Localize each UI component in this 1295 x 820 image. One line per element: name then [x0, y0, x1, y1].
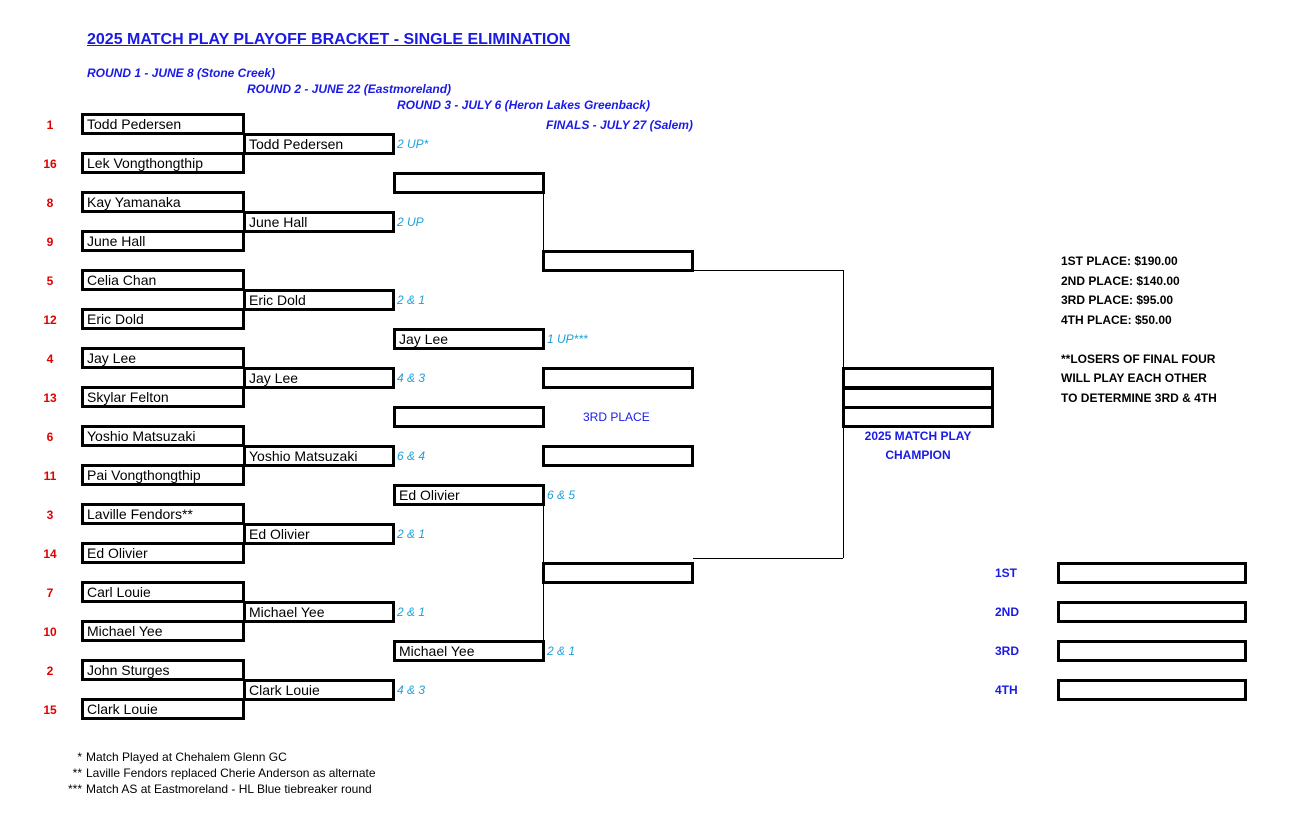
footnote-text: Match AS at Eastmoreland - HL Blue tiebr… — [86, 782, 372, 796]
seed-number: 11 — [43, 469, 57, 483]
round-2-header: ROUND 2 - JUNE 22 (Eastmoreland) — [247, 82, 452, 96]
round-1-player[interactable]: Eric Dold — [81, 308, 245, 330]
round-1-player[interactable]: Carl Louie — [81, 581, 245, 603]
placing-slot[interactable] — [1057, 562, 1247, 584]
semifinal-slot[interactable] — [542, 562, 694, 584]
round-1-player[interactable]: Skylar Felton — [81, 386, 245, 408]
round-1-player[interactable]: Celia Chan — [81, 269, 245, 291]
round-2-player[interactable]: June Hall — [243, 211, 395, 233]
round-1-player[interactable]: Lek Vongthongthip — [81, 152, 245, 174]
round-3-player[interactable]: Jay Lee — [393, 328, 545, 350]
seed-number: 5 — [46, 274, 54, 288]
prize-item: 4TH PLACE: $50.00 — [1061, 313, 1172, 327]
round-3-player[interactable] — [393, 406, 545, 428]
round-1-header: ROUND 1 - JUNE 8 (Stone Creek) — [87, 66, 276, 80]
round-2-player[interactable]: Michael Yee — [243, 601, 395, 623]
match-result: 2 UP* — [397, 137, 429, 151]
match-result: 2 & 1 — [397, 527, 426, 541]
round-1-player[interactable]: Pai Vongthongthip — [81, 464, 245, 486]
round-1-player[interactable]: Jay Lee — [81, 347, 245, 369]
footnote-mark: ** — [72, 766, 82, 780]
prize-item: 2ND PLACE: $140.00 — [1061, 274, 1180, 288]
round-2-player[interactable]: Jay Lee — [243, 367, 395, 389]
seed-number: 2 — [46, 664, 54, 678]
seed-number: 6 — [46, 430, 54, 444]
placing-label: 4TH — [995, 683, 1018, 697]
seed-number: 16 — [43, 157, 57, 171]
footnote-mark: *** — [67, 782, 82, 796]
seed-number: 7 — [46, 586, 54, 600]
seed-number: 15 — [43, 703, 57, 717]
prize-item: 1ST PLACE: $190.00 — [1061, 254, 1178, 268]
round-2-player[interactable]: Clark Louie — [243, 679, 395, 701]
seed-number: 8 — [46, 196, 54, 210]
footnote-mark: * — [77, 750, 82, 764]
seed-number: 14 — [43, 547, 57, 561]
round-1-player[interactable]: Todd Pedersen — [81, 113, 245, 135]
third-place-label: 3RD PLACE — [583, 410, 650, 424]
placing-slot[interactable] — [1057, 679, 1247, 701]
round-3-player[interactable]: Michael Yee — [393, 640, 545, 662]
bracket-line — [543, 183, 544, 272]
semifinal-slot[interactable] — [542, 250, 694, 272]
bracket-line — [693, 270, 843, 271]
round-2-player[interactable]: Yoshio Matsuzaki — [243, 445, 395, 467]
third-place-slot[interactable] — [542, 445, 694, 467]
champion-label: 2025 MATCH PLAY — [864, 429, 972, 443]
seed-number: 13 — [43, 391, 57, 405]
round-1-player[interactable]: Yoshio Matsuzaki — [81, 425, 245, 447]
page-title: 2025 MATCH PLAY PLAYOFF BRACKET - SINGLE… — [87, 31, 571, 48]
round-2-player[interactable]: Ed Olivier — [243, 523, 395, 545]
placing-label: 3RD — [995, 644, 1020, 658]
round-1-player[interactable]: Ed Olivier — [81, 542, 245, 564]
round-3-player[interactable]: Ed Olivier — [393, 484, 545, 506]
champion-slot[interactable] — [842, 367, 994, 389]
round-2-player[interactable]: Eric Dold — [243, 289, 395, 311]
note-line: WILL PLAY EACH OTHER — [1061, 371, 1207, 385]
note-line: **LOSERS OF FINAL FOUR — [1061, 352, 1216, 366]
match-result: 2 UP — [397, 215, 424, 229]
seed-number: 4 — [46, 352, 54, 366]
match-result: 2 & 1 — [397, 605, 426, 619]
match-result: 1 UP*** — [547, 332, 588, 346]
footnote-text: Match Played at Chehalem Glenn GC — [86, 750, 287, 764]
round-3-player[interactable] — [393, 172, 545, 194]
seed-number: 10 — [43, 625, 57, 639]
placing-slot[interactable] — [1057, 601, 1247, 623]
round-1-player[interactable]: Laville Fendors** — [81, 503, 245, 525]
finals-header: FINALS - JULY 27 (Salem) — [546, 118, 693, 132]
round-1-player[interactable]: Clark Louie — [81, 698, 245, 720]
third-place-slot[interactable] — [542, 367, 694, 389]
round-1-player[interactable]: Kay Yamanaka — [81, 191, 245, 213]
round-1-player[interactable]: Michael Yee — [81, 620, 245, 642]
seed-number: 1 — [46, 118, 54, 132]
placing-label: 1ST — [995, 566, 1018, 580]
round-1-player[interactable]: June Hall — [81, 230, 245, 252]
bracket-line — [693, 558, 843, 559]
match-result: 6 & 5 — [547, 488, 576, 502]
champion-label: CHAMPION — [885, 448, 951, 462]
match-result: 4 & 3 — [397, 683, 426, 697]
match-result: 2 & 1 — [397, 293, 426, 307]
placing-label: 2ND — [995, 605, 1020, 619]
footnote-text: Laville Fendors replaced Cherie Anderson… — [86, 766, 376, 780]
note-line: TO DETERMINE 3RD & 4TH — [1061, 391, 1217, 405]
champion-slot[interactable] — [842, 406, 994, 428]
seed-number: 9 — [46, 235, 54, 249]
match-result: 4 & 3 — [397, 371, 426, 385]
seed-number: 3 — [46, 508, 54, 522]
round-1-player[interactable]: John Sturges — [81, 659, 245, 681]
match-result: 2 & 1 — [547, 644, 576, 658]
round-2-player[interactable]: Todd Pedersen — [243, 133, 395, 155]
match-result: 6 & 4 — [397, 449, 426, 463]
seed-number: 12 — [43, 313, 57, 327]
placing-slot[interactable] — [1057, 640, 1247, 662]
round-3-header: ROUND 3 - JULY 6 (Heron Lakes Greenback) — [397, 98, 650, 112]
prize-item: 3RD PLACE: $95.00 — [1061, 293, 1174, 307]
